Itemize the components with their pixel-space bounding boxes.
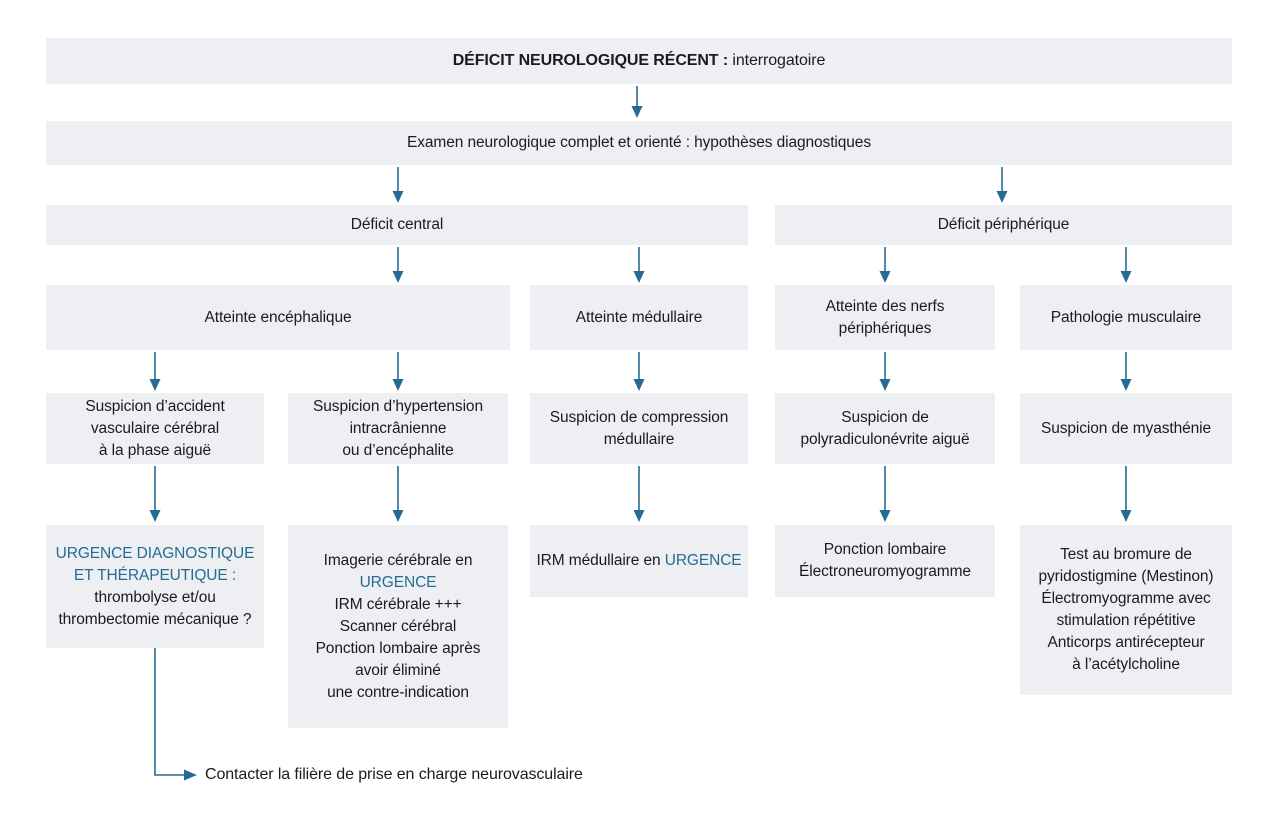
arrow-down-icon	[879, 466, 891, 522]
node-label-prefix: IRM médullaire en	[536, 552, 661, 569]
node-label: Suspicion d’accident vasculaire cérébral…	[85, 397, 225, 459]
arrow-down-icon	[996, 167, 1008, 203]
node-label-line1: Imagerie cérébrale en	[323, 551, 473, 569]
node-deficit-central: Déficit central	[46, 205, 748, 245]
node-suspicion-myasthenie: Suspicion de myasthénie	[1020, 393, 1232, 464]
node-deficit-neurologique-recent: DÉFICIT NEUROLOGIQUE RÉCENT : interrogat…	[46, 38, 1232, 84]
node-urgence-thrombolyse: URGENCE DIAGNOSTIQUE ET THÉRAPEUTIQUE : …	[46, 525, 264, 648]
node-label: DÉFICIT NEUROLOGIQUE RÉCENT : interrogat…	[453, 50, 826, 72]
node-label: Suspicion de myasthénie	[1040, 419, 1212, 437]
node-label: IRM cérébrale +++ Scanner cérébral Ponct…	[315, 595, 481, 701]
node-irm-medullaire: IRM médullaire en URGENCE	[530, 525, 748, 597]
arrow-down-icon	[1120, 466, 1132, 522]
node-label-urgence: URGENCE DIAGNOSTIQUE ET THÉRAPEUTIQUE :	[55, 544, 255, 584]
arrow-down-icon	[1120, 247, 1132, 283]
node-imagerie-cerebrale: Imagerie cérébrale en URGENCE IRM cérébr…	[288, 525, 508, 728]
arrow-down-icon	[149, 466, 161, 522]
node-label: thrombolyse et/ou thrombectomie mécaniqu…	[58, 588, 252, 628]
node-label: Déficit périphérique	[937, 216, 1070, 233]
arrow-down-icon	[633, 247, 645, 283]
arrow-down-icon	[631, 86, 643, 118]
arrow-down-icon	[879, 247, 891, 283]
arrow-down-icon	[392, 167, 404, 203]
node-label-urgence: URGENCE	[359, 573, 437, 591]
arrow-down-icon	[392, 466, 404, 522]
arrow-down-icon	[1120, 352, 1132, 391]
node-suspicion-avc: Suspicion d’accident vasculaire cérébral…	[46, 393, 264, 464]
arrow-down-icon	[879, 352, 891, 391]
node-label: Examen neurologique complet et orienté :…	[407, 134, 871, 151]
node-label-urgence: URGENCE	[664, 552, 742, 569]
node-test-mestinon-emg: Test au bromure de pyridostigmine (Mesti…	[1020, 525, 1232, 695]
contact-filiere-label: Contacter la filière de prise en charge …	[205, 764, 583, 786]
contact-filiere-text: Contacter la filière de prise en charge …	[205, 766, 583, 783]
node-suspicion-compression-medullaire: Suspicion de compression médullaire	[530, 393, 748, 464]
node-title-rest: interrogatoire	[732, 52, 826, 69]
node-atteinte-nerfs-peripheriques: Atteinte des nerfs périphériques	[775, 285, 995, 350]
node-label: Suspicion de polyradiculonévrite aiguë	[800, 408, 970, 448]
arrow-elbow-right-icon	[154, 648, 197, 781]
node-title-bold: DÉFICIT NEUROLOGIQUE RÉCENT :	[452, 52, 729, 69]
node-label: Atteinte des nerfs périphériques	[825, 297, 945, 337]
node-deficit-peripherique: Déficit périphérique	[775, 205, 1232, 245]
arrow-down-icon	[633, 352, 645, 391]
node-examen-neurologique: Examen neurologique complet et orienté :…	[46, 121, 1232, 165]
node-label: IRM médullaire en URGENCE	[536, 550, 741, 572]
node-label: Pathologie musculaire	[1050, 308, 1202, 326]
node-label: Suspicion d’hypertension intracrânienne …	[313, 397, 483, 459]
node-atteinte-medullaire: Atteinte médullaire	[530, 285, 748, 350]
node-ponction-lombaire-enmg: Ponction lombaire Électroneuromyogramme	[775, 525, 995, 597]
node-atteinte-encephalique: Atteinte encéphalique	[46, 285, 510, 350]
node-suspicion-polyradiculonevrite: Suspicion de polyradiculonévrite aiguë	[775, 393, 995, 464]
node-pathologie-musculaire: Pathologie musculaire	[1020, 285, 1232, 350]
node-suspicion-htic-encephalite: Suspicion d’hypertension intracrânienne …	[288, 393, 508, 464]
node-label: Ponction lombaire Électroneuromyogramme	[799, 541, 971, 580]
node-label: Test au bromure de pyridostigmine (Mesti…	[1038, 546, 1214, 673]
node-label: Atteinte encéphalique	[204, 308, 352, 326]
arrow-down-icon	[392, 352, 404, 391]
node-label: Déficit central	[350, 216, 444, 233]
arrow-down-icon	[392, 247, 404, 283]
node-label: Atteinte médullaire	[575, 308, 703, 326]
arrow-down-icon	[149, 352, 161, 391]
node-label: Suspicion de compression médullaire	[549, 408, 729, 448]
arrow-down-icon	[633, 466, 645, 522]
